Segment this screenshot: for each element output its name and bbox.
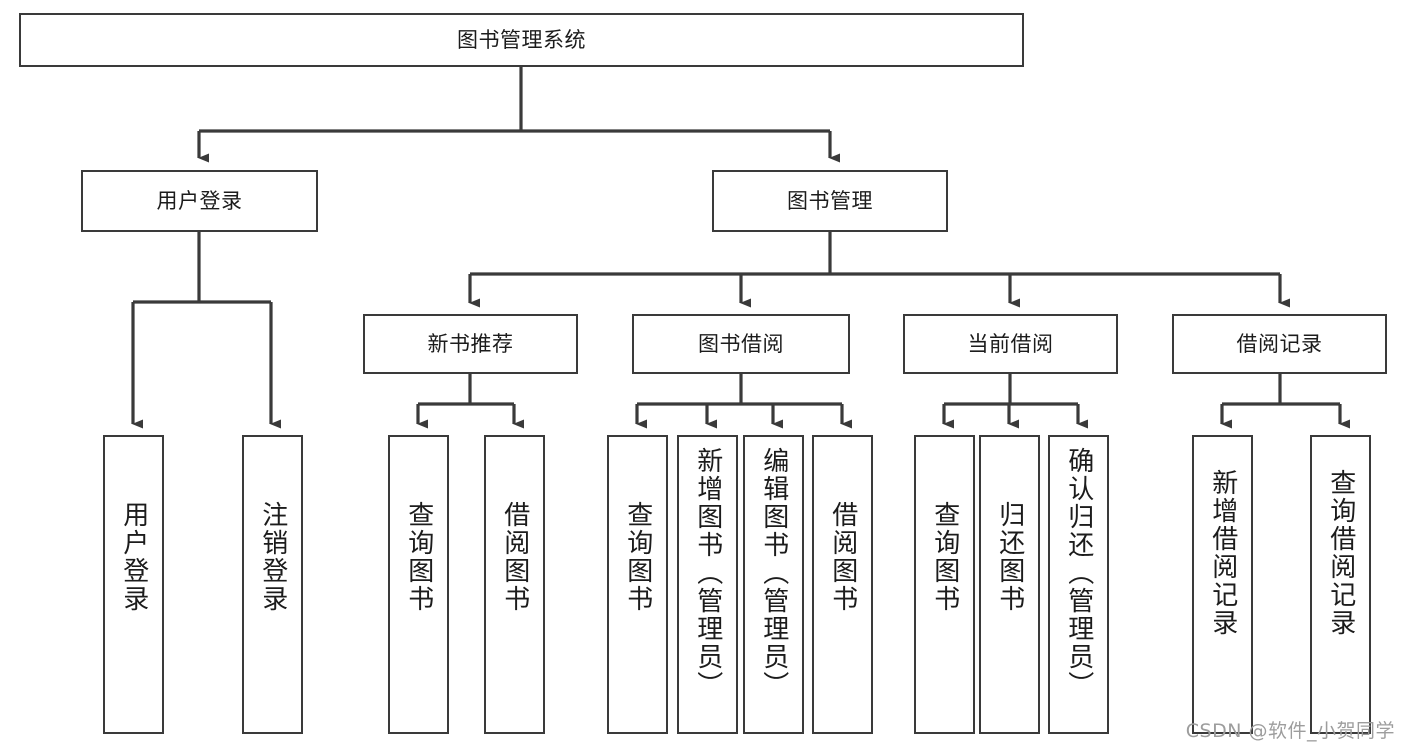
node-root-label: 图书管理系统 (457, 27, 586, 52)
csdn-watermark: CSDN @软件_小贺同学 (1185, 720, 1395, 742)
node-book-manage[interactable]: 图书管理 (712, 170, 948, 232)
leaf-user-logout-label: 注销登录 (257, 501, 288, 613)
node-borrow-record[interactable]: 借阅记录 (1172, 314, 1387, 374)
leaf-borrow-book-2-label: 借阅图书 (827, 501, 858, 613)
node-current-borrow-label: 当前借阅 (967, 331, 1054, 356)
node-book-borrow-label: 图书借阅 (698, 331, 784, 356)
node-current-borrow[interactable]: 当前借阅 (903, 314, 1118, 374)
leaf-query-book-3-label: 查询图书 (929, 501, 960, 613)
leaf-query-book-1-label: 查询图书 (403, 501, 434, 613)
leaf-add-record[interactable]: 新增借阅记录 (1192, 435, 1253, 734)
node-new-book-rec-label: 新书推荐 (427, 331, 514, 356)
leaf-query-book-2-label: 查询图书 (622, 501, 653, 613)
node-user-login-label: 用户登录 (156, 188, 243, 213)
leaf-edit-book[interactable]: 编辑图书（管理员） (743, 435, 804, 734)
leaf-confirm-return[interactable]: 确认归还（管理员） (1048, 435, 1109, 734)
leaf-user-login[interactable]: 用户登录 (103, 435, 164, 734)
leaf-borrow-book-2[interactable]: 借阅图书 (812, 435, 873, 734)
leaf-return-book[interactable]: 归还图书 (979, 435, 1040, 734)
node-book-borrow[interactable]: 图书借阅 (632, 314, 850, 374)
leaf-add-record-label: 新增借阅记录 (1207, 469, 1238, 637)
leaf-query-record[interactable]: 查询借阅记录 (1310, 435, 1371, 734)
leaf-query-book-3[interactable]: 查询图书 (914, 435, 975, 734)
leaf-add-book-label: 新增图书（管理员） (692, 447, 723, 699)
leaf-edit-book-label: 编辑图书（管理员） (758, 447, 789, 699)
leaf-user-logout[interactable]: 注销登录 (242, 435, 303, 734)
node-user-login[interactable]: 用户登录 (81, 170, 318, 232)
node-new-book-rec[interactable]: 新书推荐 (363, 314, 578, 374)
leaf-user-login-label: 用户登录 (118, 501, 149, 613)
leaf-add-book[interactable]: 新增图书（管理员） (677, 435, 738, 734)
node-borrow-record-label: 借阅记录 (1236, 331, 1323, 356)
leaf-confirm-return-label: 确认归还（管理员） (1063, 447, 1094, 699)
leaf-query-book-2[interactable]: 查询图书 (607, 435, 668, 734)
leaf-query-book-1[interactable]: 查询图书 (388, 435, 449, 734)
node-book-manage-label: 图书管理 (787, 188, 873, 213)
leaf-return-book-label: 归还图书 (994, 501, 1025, 613)
node-root[interactable]: 图书管理系统 (19, 13, 1024, 67)
leaf-borrow-book-1-label: 借阅图书 (499, 501, 530, 613)
leaf-query-record-label: 查询借阅记录 (1325, 469, 1356, 637)
leaf-borrow-book-1[interactable]: 借阅图书 (484, 435, 545, 734)
